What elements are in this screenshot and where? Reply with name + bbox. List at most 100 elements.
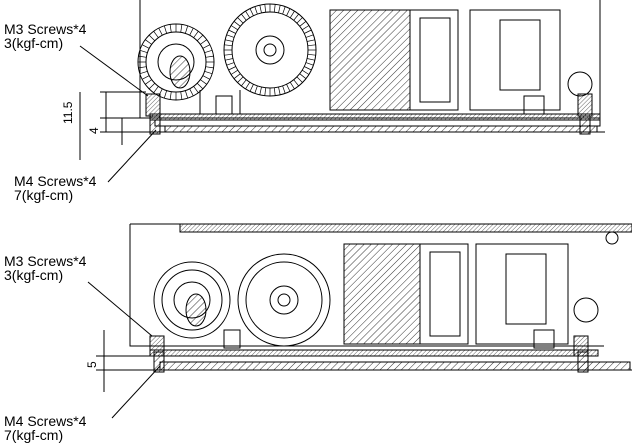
- winding-tick: [226, 34, 235, 38]
- winding-tick: [306, 58, 315, 61]
- winding-tick: [204, 49, 213, 54]
- winding-tick: [169, 91, 172, 100]
- winding-tick: [153, 31, 159, 38]
- winding-tick: [184, 90, 189, 99]
- bottom-plate-2: [159, 361, 631, 371]
- winding-tick: [228, 66, 236, 71]
- winding-tick: [289, 82, 295, 90]
- winding-tick: [184, 25, 189, 34]
- m4-screw-left-2: [153, 351, 165, 373]
- transformer-core: [329, 9, 411, 111]
- winding-tick: [241, 79, 247, 87]
- dimension-5: 5: [85, 361, 99, 368]
- callout-m3-top-line2: 3(kgf-cm): [4, 35, 64, 51]
- winding-tick: [307, 53, 316, 56]
- winding-tick: [205, 66, 214, 69]
- winding-tick: [259, 86, 262, 95]
- winding-tick: [148, 34, 156, 42]
- winding-tick: [158, 88, 163, 97]
- winding-tick: [196, 82, 204, 90]
- winding-tick: [148, 82, 156, 90]
- winding-tick: [141, 44, 150, 49]
- winding-tick: [296, 17, 303, 24]
- view-top: [79, 0, 605, 160]
- winding-tick: [249, 8, 254, 16]
- winding-tick: [278, 5, 281, 14]
- winding-tick: [254, 6, 258, 15]
- winding-tick: [286, 84, 291, 92]
- capacitor-block: [469, 9, 561, 111]
- winding-tick: [302, 25, 310, 31]
- m4-screw-right-2: [577, 351, 589, 373]
- winding-tick: [200, 79, 207, 85]
- winding-tick: [264, 4, 267, 13]
- winding-tick: [226, 62, 235, 66]
- toroid-large: [223, 3, 317, 97]
- winding-tick: [293, 79, 299, 87]
- leader-m3-top: [79, 45, 149, 97]
- winding-tick: [169, 24, 172, 33]
- winding-tick: [230, 69, 238, 75]
- callout-m3-bottom-line1: M3 Screws*4: [4, 253, 87, 269]
- m4-screw-right: [579, 115, 591, 135]
- winding-tick: [196, 34, 204, 42]
- callout-m3-bottom: M3 Screws*4 3(kgf-cm): [4, 254, 86, 282]
- callout-m3-top: M3 Screws*4 3(kgf-cm): [4, 22, 86, 50]
- winding-tick: [296, 76, 303, 83]
- winding-tick: [139, 70, 148, 75]
- winding-tick: [153, 86, 159, 93]
- dimension-11-5: 11.5: [61, 101, 75, 124]
- cover-top-hatch: [179, 223, 632, 233]
- winding-tick: [286, 8, 291, 16]
- toroid-large-2: [237, 253, 331, 347]
- winding-tick: [237, 76, 244, 83]
- callout-m4-bottom: M4 Screws*4 7(kgf-cm): [4, 414, 86, 442]
- winding-tick: [233, 21, 241, 27]
- winding-tick: [225, 39, 234, 42]
- winding-tick: [304, 66, 312, 71]
- winding-tick: [293, 13, 299, 21]
- toroid-small: [137, 23, 215, 101]
- callout-m4-top-line1: M4 Screws*4: [14, 173, 97, 189]
- winding-tick: [138, 66, 147, 69]
- winding-tick: [202, 75, 211, 80]
- winding-tick: [189, 27, 194, 36]
- base-plate-lower: [154, 119, 601, 127]
- winding-tick: [145, 79, 152, 85]
- winding-tick: [259, 5, 262, 14]
- winding-tick: [225, 58, 234, 61]
- winding-tick: [138, 55, 147, 58]
- m3-screw-right: [577, 93, 593, 117]
- m3-screw-left: [145, 93, 161, 117]
- winding-tick: [230, 25, 238, 31]
- winding-tick: [224, 53, 233, 56]
- capacitor-round-2: [573, 297, 599, 323]
- base-plate-upper-2: [149, 349, 599, 357]
- winding-tick: [278, 86, 281, 95]
- dimension-4: 4: [87, 127, 101, 134]
- winding-tick: [245, 82, 251, 90]
- winding-tick: [158, 27, 163, 36]
- winding-tick: [273, 4, 276, 13]
- winding-tick: [233, 73, 241, 79]
- base-plate-upper: [149, 113, 601, 121]
- winding-tick: [204, 70, 213, 75]
- winding-tick: [245, 10, 251, 18]
- winding-tick: [200, 39, 207, 45]
- callout-m3-top-line1: M3 Screws*4: [4, 21, 87, 37]
- winding-tick: [224, 44, 233, 47]
- winding-tick: [304, 29, 312, 34]
- winding-tick: [202, 44, 211, 49]
- winding-tick: [282, 6, 286, 15]
- winding-tick: [305, 34, 314, 38]
- winding-tick: [254, 85, 258, 94]
- leader-m4-bottom: [111, 365, 161, 419]
- capacitor-round: [567, 71, 593, 97]
- bottom-plate: [164, 125, 598, 133]
- winding-tick: [180, 24, 183, 33]
- winding-tick: [305, 62, 314, 66]
- winding-tick: [299, 21, 307, 27]
- winding-tick: [163, 25, 168, 34]
- winding-tick: [145, 39, 152, 45]
